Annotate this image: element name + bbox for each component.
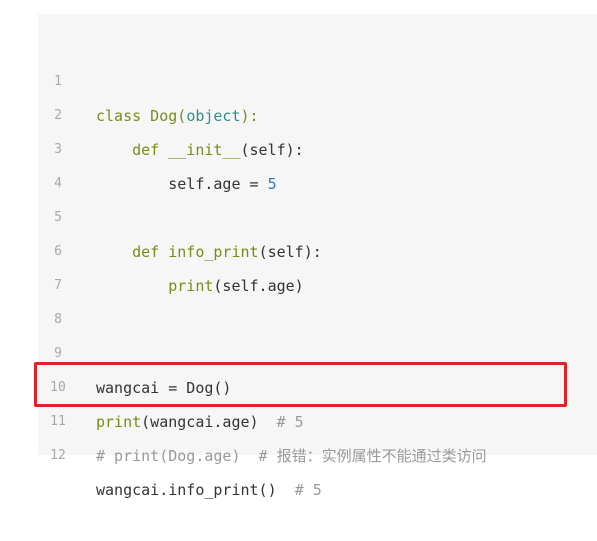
code-line: 11 # print(Dog.age) # 报错：实例属性不能通过类访问: [38, 371, 597, 465]
code-token: # 5: [294, 481, 322, 499]
line-code: # print(Dog.age) # 报错：实例属性不能通过类访问: [96, 439, 487, 473]
code-token: print: [96, 413, 142, 431]
code-token: def info_print: [132, 243, 259, 261]
code-line: 6 print(self.age): [38, 201, 597, 295]
code-line: 9 wangcai = Dog(): [38, 303, 597, 397]
code-token: (self):: [240, 141, 304, 159]
code-line: 5 def info_print(self):: [38, 167, 597, 261]
line-number: 3: [54, 142, 62, 157]
line-code: def __init__(self):: [96, 133, 304, 167]
line-number: 8: [54, 312, 62, 327]
line-number: 11: [50, 414, 66, 429]
code-token: (self.age): [213, 277, 304, 295]
code-line: 4: [38, 133, 597, 191]
line-code: print(wangcai.age) # 5: [96, 405, 304, 439]
line-number: 10: [50, 380, 66, 395]
line-code: wangcai.info_print() # 5: [96, 473, 322, 507]
line-number: 6: [54, 244, 62, 259]
code-token: 5: [267, 175, 277, 193]
code-line: 2 def __init__(self):: [38, 65, 597, 159]
line-number: 2: [54, 108, 62, 123]
code-line: 3 self.age = 5: [38, 99, 597, 193]
code-line: 12 wangcai.info_print() # 5: [38, 405, 597, 499]
code-token: def __init__: [132, 141, 241, 159]
code-token: class Dog(: [96, 107, 187, 125]
line-code: self.age = 5: [96, 167, 277, 201]
code-token: # 5: [276, 413, 304, 431]
line-code: print(self.age): [96, 269, 304, 303]
line-number: 5: [54, 210, 62, 225]
line-code: class Dog(object):: [96, 99, 259, 133]
code-token: ):: [240, 107, 259, 125]
code-token: self.age =: [96, 175, 268, 193]
code-token: (wangcai.age): [141, 413, 277, 431]
code-line: 8: [38, 269, 597, 327]
line-number: 1: [54, 74, 62, 89]
code-token: wangcai.info_print(): [96, 481, 295, 499]
line-code: def info_print(self):: [96, 235, 322, 269]
code-token: object: [186, 107, 241, 125]
code-token: wangcai = Dog(): [96, 379, 232, 397]
line-number: 7: [54, 278, 62, 293]
code-token: # print(Dog.age) # 报错：实例属性不能通过类访问: [96, 447, 487, 465]
line-number: 4: [54, 176, 62, 191]
code-line: 7: [38, 235, 597, 293]
code-block: 1 class Dog(object): 2 def __init__(self…: [38, 14, 597, 499]
code-token: (self):: [258, 243, 322, 261]
line-number: 12: [50, 448, 66, 463]
line-number: 9: [54, 346, 62, 361]
code-line: 10 print(wangcai.age) # 5: [38, 337, 597, 431]
line-code: wangcai = Dog(): [96, 371, 231, 405]
code-token: print: [168, 277, 214, 295]
code-line: 1 class Dog(object):: [38, 31, 597, 125]
